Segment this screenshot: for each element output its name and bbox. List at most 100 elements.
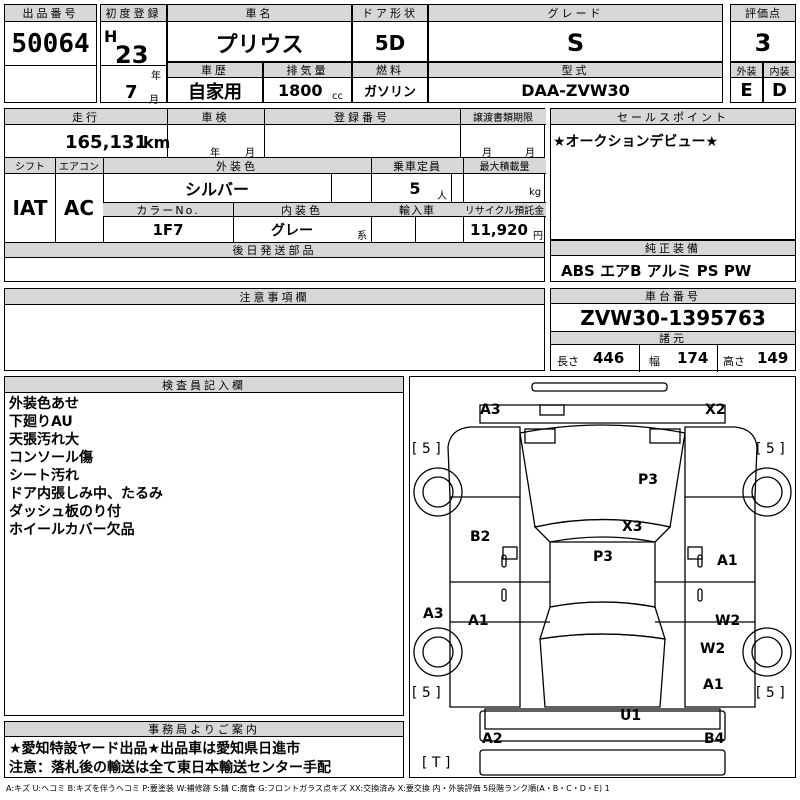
- car-name-header: 車名: [168, 5, 351, 22]
- note-line: 下廻りAU: [9, 414, 73, 430]
- recycle-header: リサイクル預託金: [463, 203, 546, 217]
- grade-box: グレード S: [428, 4, 723, 62]
- exterior-grade-box: 外装 E: [730, 62, 763, 103]
- door-type: 5D: [374, 31, 406, 55]
- sales-point-box: セールスポイント ★オークションデビュー★: [550, 108, 796, 240]
- capacity: 5: [409, 178, 421, 198]
- post-parts-header: 後日発送部品: [5, 243, 544, 258]
- office-notice-line: ★愛知特設ヤード出品★出品車は愛知県日進市: [9, 741, 301, 757]
- exterior-grade: E: [740, 80, 753, 101]
- first-registration-header: 初度登録: [101, 5, 166, 22]
- height-value: 149: [757, 349, 789, 367]
- color-no-header: カラーNo.: [103, 203, 233, 217]
- note-line: ホイールカバー欠品: [9, 522, 135, 538]
- note-line: 外装色あせ: [9, 396, 79, 412]
- car-diagram: [413, 382, 792, 776]
- month-unit: 月: [149, 95, 159, 106]
- yen-unit: 円: [533, 231, 543, 242]
- first-registration-month: 7: [125, 82, 138, 103]
- caution-box: 注意事項欄: [4, 288, 545, 371]
- fuel-header: 燃料: [353, 63, 427, 78]
- model-box: 型式 DAA-ZVW30: [428, 62, 723, 103]
- model-header: 型式: [429, 63, 722, 78]
- deadline-day-unit: 月: [525, 148, 535, 159]
- damage-left-rear-door: A1: [468, 613, 489, 629]
- note-line: ドア内張しみ中、たるみ: [9, 486, 163, 502]
- genuine-equipment-box: 純正装備 ABS エアB アルミ PS PW: [550, 240, 796, 282]
- inspector-notes-list: 外装色あせ 下廻りAU 天張汚れ大 コンソール傷 シート汚れ ドア内張しみ中、た…: [9, 395, 163, 539]
- chassis-number: ZVW30-1395763: [580, 306, 766, 330]
- mileage-header: 走行: [5, 109, 167, 125]
- chassis-header: 車台番号: [551, 289, 795, 304]
- damage-rear-right: B4: [704, 731, 725, 747]
- inspector-notes-header: 検査員記入欄: [5, 377, 403, 393]
- tire-score-front-left: [ 5 ]: [412, 441, 441, 457]
- transfer-deadline-header: 譲渡書類期限: [460, 109, 546, 125]
- sales-point: ★オークションデビュー★: [553, 134, 719, 150]
- int-color-header: 内装色: [233, 203, 371, 217]
- grade-header: グレード: [429, 5, 722, 22]
- cc-unit: cc: [332, 91, 343, 102]
- note-line: 天張汚れ大: [9, 432, 79, 448]
- interior-grade-header: 内装: [764, 63, 795, 78]
- damage-windshield: X3: [622, 519, 643, 535]
- mileage: 165,131: [65, 131, 147, 153]
- inspection-header: 車検: [167, 109, 264, 125]
- km-unit: km: [143, 133, 171, 152]
- exterior-grade-header: 外装: [731, 63, 762, 78]
- damage-roof: P3: [593, 549, 614, 565]
- capacity-header: 乗車定員: [371, 158, 463, 174]
- office-notice-line: 注意：落札後の輸送は全て東日本輸送センター手配: [9, 760, 331, 776]
- fuel: ガソリン: [363, 85, 416, 100]
- kg-unit: kg: [529, 187, 542, 198]
- chassis-box: 車台番号 ZVW30-1395763 諸元 長さ 446 幅 174 高さ 14…: [550, 288, 796, 372]
- caution-header: 注意事項欄: [5, 289, 544, 305]
- car-diagram-box: A3 X2 P3 X3 B2 P3 A1 A3 A1 W2 W2 A1 U1 A…: [409, 376, 796, 778]
- office-notice-box: 事務局よりご案内 ★愛知特設ヤード出品★出品車は愛知県日進市 注意：落札後の輸送…: [4, 721, 404, 778]
- year-unit: 年: [151, 71, 161, 82]
- interior-grade-box: 内装 D: [763, 62, 796, 103]
- genuine-equipment: ABS エアB アルミ PS PW: [561, 262, 752, 280]
- damage-rear-left: A2: [482, 731, 503, 747]
- inspector-notes-box: 検査員記入欄 外装色あせ 下廻りAU 天張汚れ大 コンソール傷 シート汚れ ドア…: [4, 376, 404, 716]
- specs-header: 諸元: [551, 331, 795, 345]
- first-registration-box: 初度登録 H 23 年 7 月: [100, 4, 167, 106]
- history: 自家用: [188, 81, 242, 103]
- score: 3: [754, 29, 772, 57]
- damage-rear-panel: U1: [620, 708, 642, 724]
- lot-number: 50064: [11, 29, 90, 59]
- int-color: グレー: [271, 222, 313, 239]
- ext-color: シルバー: [184, 180, 249, 199]
- office-notice-header: 事務局よりご案内: [5, 722, 403, 737]
- reg-no-header: 登録番号: [264, 109, 460, 125]
- car-name: プリウス: [215, 33, 304, 58]
- note-line: コンソール傷: [9, 450, 93, 466]
- fuel-box: 燃料 ガソリン: [352, 62, 428, 103]
- deadline-month-unit: 月: [482, 148, 492, 159]
- aircon-header: エアコン: [55, 158, 103, 174]
- trunk-label: [ T ]: [422, 755, 451, 771]
- era-letter: H: [104, 27, 118, 46]
- lot-number-header: 出品番号: [5, 5, 96, 22]
- tire-score-rear-left: [ 5 ]: [412, 685, 441, 701]
- history-header: 車歴: [168, 63, 262, 78]
- kei-unit: 系: [357, 231, 367, 242]
- length-value: 446: [593, 349, 625, 367]
- length-label: 長さ: [557, 355, 579, 368]
- damage-left-front-door: B2: [470, 529, 491, 545]
- damage-right-quarter: A1: [703, 677, 724, 693]
- inspection-year-unit: 年: [210, 148, 220, 159]
- color-no: 1F7: [152, 220, 184, 239]
- lot-number-box: 出品番号 50064: [4, 4, 97, 103]
- damage-right-rear-door: W2: [715, 613, 741, 629]
- tire-score-front-right: [ 5 ]: [756, 441, 785, 457]
- grade: S: [566, 29, 585, 57]
- damage-hood: P3: [638, 472, 659, 488]
- shift: IAT: [12, 196, 48, 220]
- displacement-box: 排気量 1800 cc: [263, 62, 352, 103]
- note-line: ダッシュ板のり付: [9, 504, 121, 520]
- score-header: 評価点: [731, 5, 795, 22]
- car-name-box: 車名 プリウス: [167, 4, 352, 62]
- inspection-month-unit: 月: [245, 148, 255, 159]
- damage-left-quarter: A3: [423, 606, 444, 622]
